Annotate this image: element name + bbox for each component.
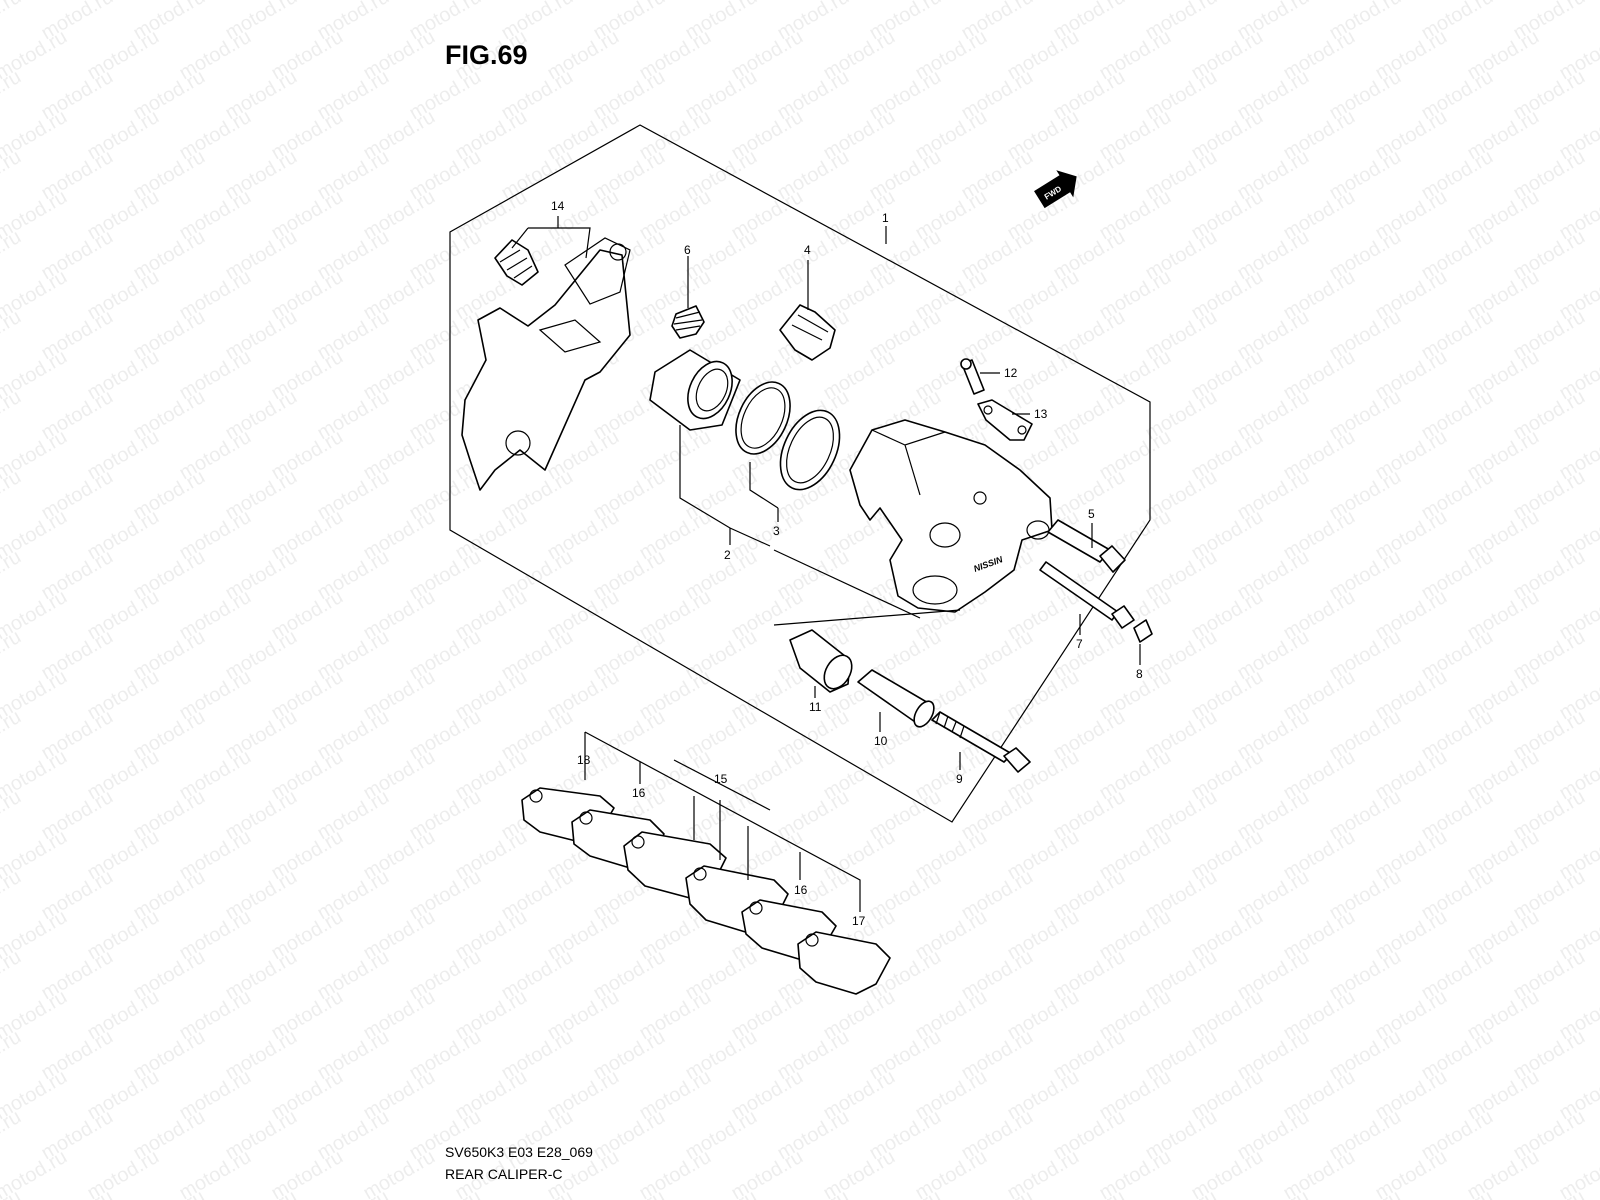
assembly-boundary [449, 124, 1151, 823]
callout-14: 14 [551, 199, 565, 213]
watermark-text: motod.ru [0, 866, 25, 925]
watermark-text: motod.ru [498, 1186, 577, 1200]
pad-shim-17 [797, 931, 891, 995]
caliper-body: NISSIN [849, 419, 1053, 613]
watermark-text: motod.ru [406, 1186, 485, 1200]
callout-15: 15 [714, 772, 728, 786]
watermark-text: motod.ru [0, 946, 25, 1005]
dust-seal [779, 409, 841, 491]
watermark-text: motod.ru [38, 1186, 117, 1200]
caliper-sleeve [857, 669, 935, 728]
callout-3: 3 [773, 524, 780, 538]
watermark-text: motod.ru [1326, 1186, 1405, 1200]
watermark-text: motod.ru [1234, 1186, 1313, 1200]
model-code: SV650K3 E03 E28_069 [445, 1144, 593, 1160]
watermark-text: motod.ru [1510, 1186, 1589, 1200]
watermark-text: motod.ru [314, 1186, 393, 1200]
watermark-text: motod.ru [682, 1186, 761, 1200]
piston-seal-inner [740, 387, 786, 449]
figure-name: REAR CALIPER-C [445, 1166, 563, 1182]
callout-7: 7 [1076, 637, 1083, 651]
watermark-text: motod.ru [0, 306, 25, 365]
watermark-text: motod.ru [0, 0, 25, 44]
brake-pad-set [521, 787, 891, 995]
watermark-text: motod.ru [0, 386, 25, 445]
watermark-text: motod.ru [866, 1186, 945, 1200]
callout-18: 18 [577, 753, 591, 767]
watermark-text: motod.ru [0, 466, 25, 525]
watermark-text: motod.ru [774, 1186, 853, 1200]
dust-seal-inner [786, 416, 834, 484]
caliper-pin-bolt [1047, 519, 1126, 573]
callout-16-top: 16 [632, 786, 646, 800]
caliper-bracket [461, 237, 631, 491]
slide-pin [1039, 561, 1135, 629]
callout-13: 13 [1034, 407, 1048, 421]
bleeder-cap [671, 305, 705, 339]
watermark-text: motod.ru [1418, 1186, 1497, 1200]
callout-9: 9 [956, 772, 963, 786]
callout-6: 6 [684, 243, 691, 257]
watermark-text: motod.ru [0, 1026, 25, 1085]
callout-16-bottom: 16 [794, 883, 808, 897]
callout-5: 5 [1088, 507, 1095, 521]
watermark-text: motod.ru [0, 546, 25, 605]
callout-12: 12 [1004, 366, 1018, 380]
watermark-text: motod.ru [0, 1106, 25, 1165]
callout-8: 8 [1136, 667, 1143, 681]
sleeve-boot [789, 629, 853, 693]
callout-1: 1 [882, 211, 889, 225]
callout-4: 4 [804, 243, 811, 257]
bleeder-plate [977, 399, 1033, 441]
callout-2: 2 [724, 548, 731, 562]
caliper-bolt [931, 711, 1031, 773]
pad-spring-clip [494, 239, 539, 286]
watermark-text: motod.ru [0, 786, 25, 845]
pad-retainer-spring [779, 304, 836, 361]
watermark-text: motod.ru [0, 706, 25, 765]
pin-boot [1133, 619, 1153, 643]
callout-11: 11 [809, 700, 822, 714]
callout-17: 17 [852, 914, 866, 928]
watermark-text: motod.ru [590, 1186, 669, 1200]
piston-seal [735, 381, 791, 455]
watermark-text: motod.ru [1142, 1186, 1221, 1200]
watermark-text: motod.ru [0, 66, 25, 125]
callout-10: 10 [874, 734, 888, 748]
forward-direction-badge: FWD [1034, 170, 1077, 209]
piston [649, 349, 741, 431]
bleeder-screw [960, 358, 985, 395]
callout-labels: 1 2 3 4 5 6 7 8 9 10 11 12 13 14 15 16 1… [551, 199, 1143, 928]
watermark-text: motod.ru [0, 626, 25, 685]
watermark-text: motod.ru [0, 146, 25, 205]
watermark-text: motod.ru [1050, 1186, 1129, 1200]
leader-lines [511, 216, 1141, 912]
watermark-text: motod.ru [222, 1186, 301, 1200]
figure-title: FIG.69 [445, 40, 528, 70]
watermark-text: motod.ru [958, 1186, 1037, 1200]
watermark-text: motod.ru [0, 226, 25, 285]
watermark-text: motod.ru [130, 1186, 209, 1200]
